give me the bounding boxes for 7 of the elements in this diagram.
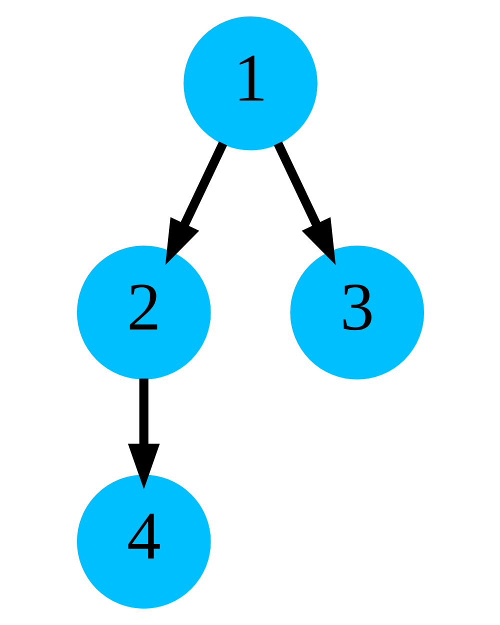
node-circle: 2 [76, 246, 210, 380]
node-circle: 4 [76, 474, 210, 609]
arrow [127, 378, 160, 490]
node-circle: 1 [183, 16, 317, 150]
node-circle: 3 [290, 246, 424, 380]
arrow [164, 142, 227, 265]
arrow [273, 142, 336, 265]
